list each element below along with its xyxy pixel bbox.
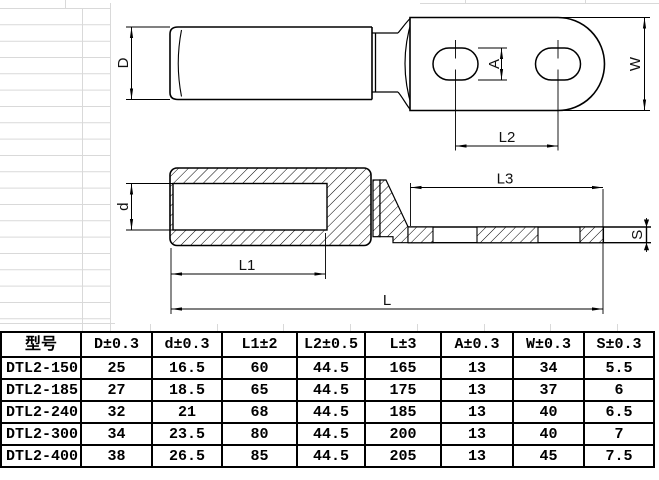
engineering-drawing: D A W L2 d L1 L3 L S — [0, 0, 659, 331]
cell-value: 7 — [583, 422, 655, 446]
cell-model: DTL2-185 — [0, 378, 82, 402]
section-neck-hatched — [372, 179, 381, 238]
section-bore — [172, 182, 328, 231]
col-header-D: D±0.3 — [80, 331, 153, 358]
spreadsheet-gridlines — [0, 0, 659, 331]
label-d: d — [115, 203, 132, 211]
cell-value: 44.5 — [296, 400, 366, 424]
cell-value: 44.5 — [296, 444, 366, 468]
table-row: DTL2-400 38 26.5 85 44.5 205 13 45 7.5 — [0, 444, 655, 468]
cell-value: 7.5 — [583, 444, 655, 468]
cell-value: 165 — [364, 356, 442, 380]
cell-value: 13 — [440, 444, 514, 468]
label-W: W — [627, 56, 644, 71]
dimensions — [126, 17, 650, 314]
dim-S-arrows — [643, 219, 650, 251]
spec-header-row: 型号 D±0.3 d±0.3 L1±2 L2±0.5 L±3 A±0.3 W±0… — [0, 331, 655, 358]
cell-value: 200 — [364, 422, 442, 446]
col-header-W: W±0.3 — [512, 331, 585, 358]
hole-centerlines — [455, 40, 559, 151]
cell-value: 205 — [364, 444, 442, 468]
cell-value: 38 — [80, 444, 153, 468]
dimension-labels: D A W L2 d L1 L3 L S — [115, 56, 646, 309]
label-L2: L2 — [499, 129, 516, 146]
top-view — [169, 16, 606, 151]
cell-value: 13 — [440, 400, 514, 424]
dim-D-extensions — [126, 26, 170, 100]
section-transition-hatched — [379, 179, 409, 244]
cell-value: 23.5 — [151, 422, 223, 446]
cell-value: 13 — [440, 378, 514, 402]
col-header-model: 型号 — [0, 331, 82, 358]
cell-value: 40 — [512, 422, 585, 446]
cell-value: 13 — [440, 422, 514, 446]
cell-value: 44.5 — [296, 356, 366, 380]
dim-d-extensions — [126, 183, 173, 231]
cell-value: 80 — [221, 422, 298, 446]
col-header-L1: L1±2 — [221, 331, 298, 358]
label-D: D — [115, 57, 132, 68]
cell-value: 65 — [221, 378, 298, 402]
cell-value: 68 — [221, 400, 298, 424]
section-view — [169, 167, 651, 247]
cell-value: 26.5 — [151, 444, 223, 468]
top-neck — [372, 32, 398, 93]
cell-model: DTL2-150 — [0, 356, 82, 380]
label-A: A — [486, 59, 503, 69]
cell-value: 44.5 — [296, 422, 366, 446]
table-row: DTL2-185 27 18.5 65 44.5 175 13 37 6 — [0, 378, 655, 402]
strip-hatch-1 — [407, 226, 434, 244]
top-barrel-outline — [169, 26, 373, 101]
col-header-d: d±0.3 — [151, 331, 223, 358]
spec-table: 型号 D±0.3 d±0.3 L1±2 L2±0.5 L±3 A±0.3 W±0… — [0, 331, 655, 468]
dim-W-extensions — [558, 17, 650, 111]
cell-value: 13 — [440, 356, 514, 380]
cell-value: 37 — [512, 378, 585, 402]
table-row: DTL2-240 32 21 68 44.5 185 13 40 6.5 — [0, 400, 655, 424]
label-L: L — [383, 292, 391, 309]
label-L1: L1 — [239, 257, 256, 274]
cell-value: 34 — [80, 422, 153, 446]
top-palm-outline — [409, 16, 606, 112]
spec-table-container: 型号 D±0.3 d±0.3 L1±2 L2±0.5 L±3 A±0.3 W±0… — [0, 331, 655, 468]
cell-model: DTL2-240 — [0, 400, 82, 424]
label-L3: L3 — [497, 171, 514, 188]
top-barrel-mouth-arc — [177, 29, 183, 97]
cell-value: 32 — [80, 400, 153, 424]
cell-value: 6 — [583, 378, 655, 402]
cell-model: DTL2-300 — [0, 422, 82, 446]
col-header-A: A±0.3 — [440, 331, 514, 358]
cell-value: 185 — [364, 400, 442, 424]
cell-value: 60 — [221, 356, 298, 380]
table-row: DTL2-300 34 23.5 80 44.5 200 13 40 7 — [0, 422, 655, 446]
cell-value: 27 — [80, 378, 153, 402]
cell-value: 34 — [512, 356, 585, 380]
cell-value: 45 — [512, 444, 585, 468]
cell-model: DTL2-400 — [0, 444, 82, 468]
dim-L3-extensions — [410, 183, 604, 314]
table-row: DTL2-150 25 16.5 60 44.5 165 13 34 5.5 — [0, 356, 655, 380]
col-header-L: L±3 — [364, 331, 442, 358]
cell-value: 21 — [151, 400, 223, 424]
cell-value: 6.5 — [583, 400, 655, 424]
strip-hatch-2 — [476, 226, 539, 244]
cell-value: 44.5 — [296, 378, 366, 402]
label-S: S — [629, 230, 646, 240]
cell-value: 5.5 — [583, 356, 655, 380]
cell-value: 85 — [221, 444, 298, 468]
col-header-L2: L2±0.5 — [296, 331, 366, 358]
cell-value: 40 — [512, 400, 585, 424]
cell-value: 175 — [364, 378, 442, 402]
cell-value: 18.5 — [151, 378, 223, 402]
strip-hatch-3 — [579, 226, 605, 244]
cell-value: 25 — [80, 356, 153, 380]
cell-value: 16.5 — [151, 356, 223, 380]
col-header-S: S±0.3 — [583, 331, 655, 358]
